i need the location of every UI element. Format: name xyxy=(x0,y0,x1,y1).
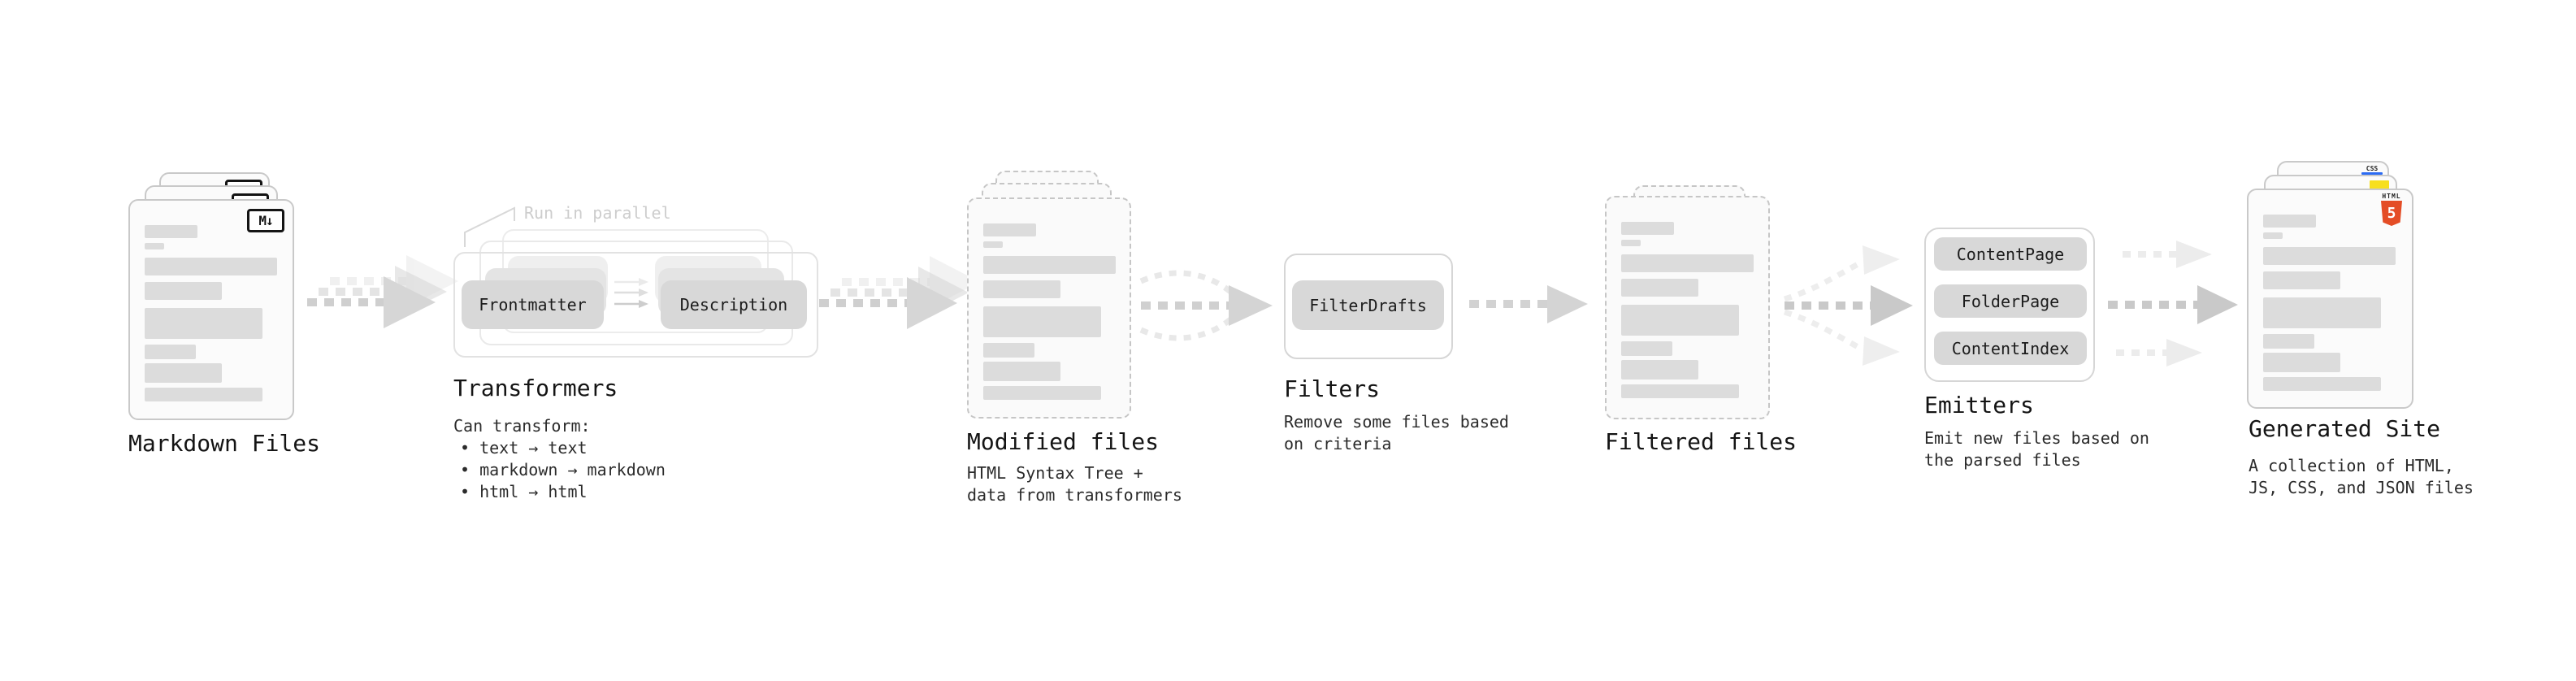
text-placeholder-bars xyxy=(2263,215,2402,407)
placeholder-bar xyxy=(2263,247,2396,265)
placeholder-bar xyxy=(1621,254,1754,272)
arrow-filtered-to-emitters-middle xyxy=(1785,285,1913,326)
arrow-markdown-to-transformers xyxy=(307,276,436,328)
modified-file-card-front xyxy=(967,197,1131,419)
placeholder-bar xyxy=(145,345,196,359)
run-in-parallel-label: Run in parallel xyxy=(524,203,671,223)
modified-files-body-line: data from transformers xyxy=(967,485,1182,505)
placeholder-bar xyxy=(2263,377,2381,391)
generated-file-card-front: HTML 5 xyxy=(2247,189,2413,409)
emitter-pill-folderpage: FolderPage xyxy=(1934,284,2087,318)
placeholder-bar xyxy=(145,225,197,238)
modified-files-body-line: HTML Syntax Tree + xyxy=(967,463,1143,483)
placeholder-bar xyxy=(1621,384,1739,398)
placeholder-bar xyxy=(145,243,164,249)
css-file-icon: CSS xyxy=(2361,166,2383,175)
arrow-emitters-to-generated-bottom xyxy=(2116,339,2202,367)
arrow-filtered-to-emitters-curve-bottom xyxy=(1783,309,1864,353)
transformer-layer-front xyxy=(453,252,818,358)
description-pill: Description xyxy=(661,280,807,329)
placeholder-bar xyxy=(2263,215,2316,228)
placeholder-bar xyxy=(1621,360,1698,380)
placeholder-bar xyxy=(983,280,1060,298)
js-file-icon xyxy=(2370,180,2389,189)
emitters-body-line: Emit new files based on xyxy=(1924,428,2149,448)
placeholder-bar xyxy=(983,306,1101,337)
generated-site-body-line: JS, CSS, and JSON files xyxy=(2249,478,2474,497)
placeholder-bar xyxy=(983,223,1036,236)
modified-files-title: Modified files xyxy=(967,428,1160,455)
transformers-body-line: • html → html xyxy=(460,482,588,501)
generated-site-body-line: A collection of HTML, xyxy=(2249,456,2454,475)
emitters-title: Emitters xyxy=(1924,392,2034,419)
markdown-files-title: Markdown Files xyxy=(128,430,321,457)
emitter-pill-contentpage: ContentPage xyxy=(1934,237,2087,271)
placeholder-bar xyxy=(983,343,1034,358)
arrow-markdown-to-transformers-ghost2 xyxy=(330,255,458,307)
placeholder-bar xyxy=(2263,334,2314,349)
arrowhead-filtered-to-emitters-bottom xyxy=(1863,336,1900,366)
filters-body-line: Remove some files based xyxy=(1284,412,1509,432)
arrow-modified-to-filters-curve-bottom xyxy=(1139,313,1238,341)
arrow-markdown-to-transformers-ghost1 xyxy=(319,266,447,318)
arrow-modified-to-filters xyxy=(1141,285,1273,326)
placeholder-bar xyxy=(983,256,1116,274)
text-placeholder-bars xyxy=(983,223,1120,417)
html5-icon: HTML 5 xyxy=(2378,193,2405,226)
frontmatter-pill: Frontmatter xyxy=(462,280,604,329)
filtered-file-card-front xyxy=(1605,196,1770,419)
placeholder-bar xyxy=(145,258,277,275)
placeholder-bar xyxy=(1621,305,1739,336)
markdown-icon: M↓ xyxy=(247,209,284,232)
placeholder-bar xyxy=(1621,222,1674,235)
placeholder-bar xyxy=(983,386,1101,400)
arrow-filters-to-filtered xyxy=(1469,285,1588,323)
placeholder-bar xyxy=(983,362,1060,381)
arrow-transformers-to-modified-ghost2 xyxy=(842,256,980,308)
arrow-filtered-to-emitters-curve-top xyxy=(1783,258,1864,302)
filters-body-line: on criteria xyxy=(1284,434,1392,453)
generated-site-title: Generated Site xyxy=(2249,415,2441,442)
placeholder-bar xyxy=(1621,279,1698,297)
emitters-body-line: the parsed files xyxy=(1924,450,2081,470)
placeholder-bar xyxy=(2263,297,2381,328)
arrow-transformers-to-modified-ghost1 xyxy=(830,267,969,319)
placeholder-bar xyxy=(1621,341,1672,356)
placeholder-bar xyxy=(145,388,262,401)
transformers-title: Transformers xyxy=(453,375,618,401)
transformers-body-line: • text → text xyxy=(460,438,588,458)
filters-title: Filters xyxy=(1284,375,1381,402)
arrowhead-filtered-to-emitters-top xyxy=(1863,245,1900,275)
placeholder-bar xyxy=(2263,353,2340,372)
arrow-transformers-to-modified xyxy=(819,277,957,329)
arrow-emitters-to-generated-top xyxy=(2123,241,2212,268)
placeholder-bar xyxy=(1621,240,1641,246)
text-placeholder-bars xyxy=(145,225,283,419)
markdown-file-card-front: M↓ xyxy=(128,199,294,420)
emitter-pill-contentindex: ContentIndex xyxy=(1934,332,2087,365)
placeholder-bar xyxy=(983,241,1003,248)
text-placeholder-bars xyxy=(1621,222,1759,418)
transformers-body-line: • markdown → markdown xyxy=(460,460,666,479)
placeholder-bar xyxy=(2263,232,2283,239)
placeholder-bar xyxy=(145,363,222,383)
placeholder-bar xyxy=(145,308,262,339)
filterdrafts-pill: FilterDrafts xyxy=(1292,280,1444,330)
placeholder-bar xyxy=(2263,271,2340,289)
transformers-body-line: Can transform: xyxy=(453,416,591,436)
arrow-emitters-to-generated-middle xyxy=(2108,285,2238,324)
arrow-modified-to-filters-curve-top xyxy=(1139,270,1238,298)
filtered-files-title: Filtered files xyxy=(1605,428,1798,455)
placeholder-bar xyxy=(145,282,222,300)
